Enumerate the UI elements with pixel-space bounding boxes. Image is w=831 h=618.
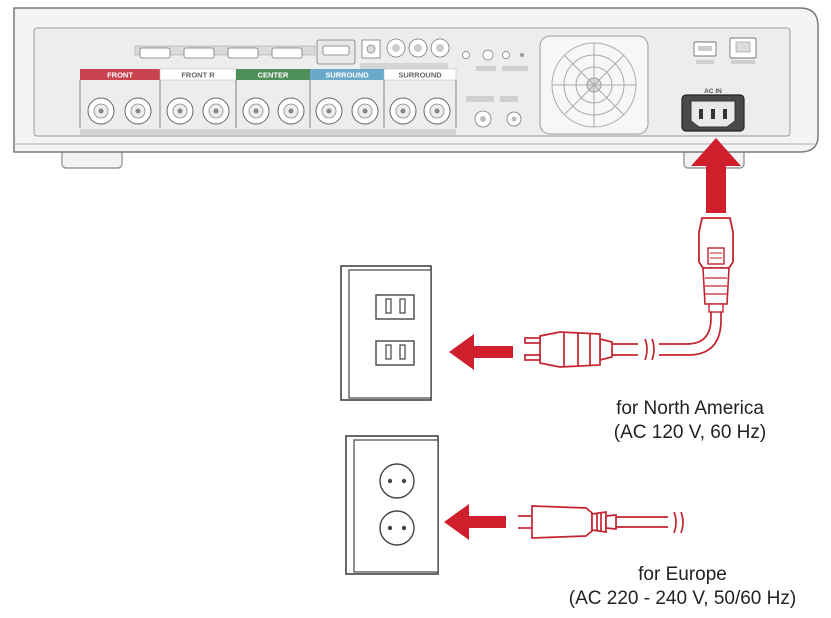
speaker-group-label: SURROUND (398, 71, 442, 80)
speaker-group-label: SURROUND (325, 71, 369, 80)
speaker-group-label: CENTER (258, 71, 289, 80)
eu-power-cord (616, 511, 684, 534)
hdmi-port (183, 47, 215, 59)
receiver-rear-panel: FRONT FRONT R CENTER SURROUND SURROUND (13, 7, 819, 169)
schuko-outlet-icon (345, 435, 439, 575)
eu-outlet-arrow (444, 504, 506, 540)
plug-in-arrow (691, 138, 741, 213)
speaker-group-label: FRONT R (181, 71, 215, 80)
ac-in-socket: AC IN (681, 88, 745, 132)
ac-in-label: AC IN (704, 88, 722, 95)
speaker-terminals: FRONT FRONT R CENTER SURROUND SURROUND (79, 68, 457, 135)
na-outlet-arrow (449, 334, 513, 370)
speaker-group-center (236, 69, 310, 80)
binding-post-row (87, 97, 451, 125)
fan-grille (539, 35, 649, 135)
europe-caption: for Europe (AC 220 - 240 V, 50/60 Hz) (540, 563, 825, 611)
type-a-plug-icon (524, 331, 613, 368)
hdmi-ports (134, 39, 356, 65)
speaker-group-label: FRONT (107, 71, 133, 80)
hdmi-port (227, 47, 259, 59)
hdmi-port (139, 47, 171, 59)
type-c-plug-icon (518, 505, 617, 539)
europe-caption-line2: (AC 220 - 240 V, 50/60 Hz) (568, 588, 797, 609)
speaker-group-surround-r (383, 68, 457, 81)
speaker-group-front-l (80, 69, 160, 80)
digital-audio-ports (360, 38, 528, 128)
iec-connector (698, 217, 734, 313)
hdmi-port (271, 47, 303, 59)
north-america-caption-line1: for North America (616, 398, 764, 419)
north-america-caption: for North America (AC 120 V, 60 Hz) (580, 397, 800, 445)
europe-caption-line1: for Europe (638, 564, 727, 585)
power-cord (612, 312, 722, 361)
type-a-outlet-icon (340, 265, 432, 401)
north-america-caption-line2: (AC 120 V, 60 Hz) (613, 422, 767, 443)
speaker-group-surround-l (310, 69, 384, 80)
